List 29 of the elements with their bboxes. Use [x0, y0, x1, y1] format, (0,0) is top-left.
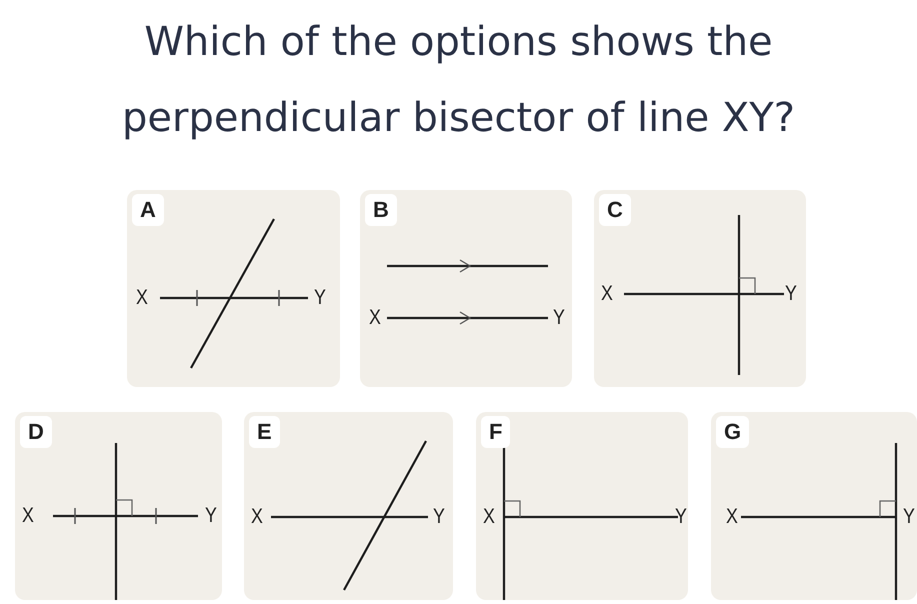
option-letter: G	[716, 416, 750, 448]
point-label: X	[601, 282, 613, 306]
point-label: Y	[205, 504, 217, 528]
option-letter: A	[132, 194, 164, 226]
point-label: Y	[553, 306, 565, 330]
point-label: X	[136, 286, 148, 310]
point-label: X	[369, 306, 381, 330]
option-panel	[476, 412, 688, 600]
option-panel	[360, 190, 572, 387]
option-letter: E	[249, 416, 280, 448]
option-panel	[594, 190, 806, 387]
point-label: Y	[433, 505, 445, 529]
question-title: Which of the options shows the perpendicular bisector of line XY?	[121, 18, 796, 143]
option-panel	[711, 412, 917, 600]
point-label: X	[726, 505, 738, 529]
option-letter: B	[365, 194, 397, 226]
option-panel	[15, 412, 222, 600]
option-panel	[244, 412, 453, 600]
point-label: Y	[903, 505, 915, 529]
point-label: Y	[314, 286, 326, 310]
option-letter: C	[599, 194, 631, 226]
option-letter: F	[481, 416, 510, 448]
point-label: Y	[785, 282, 797, 306]
point-label: X	[22, 504, 34, 528]
point-label: X	[251, 505, 263, 529]
option-letter: D	[20, 416, 52, 448]
point-label: X	[483, 505, 495, 529]
point-label: Y	[675, 505, 687, 529]
option-panel	[127, 190, 340, 387]
